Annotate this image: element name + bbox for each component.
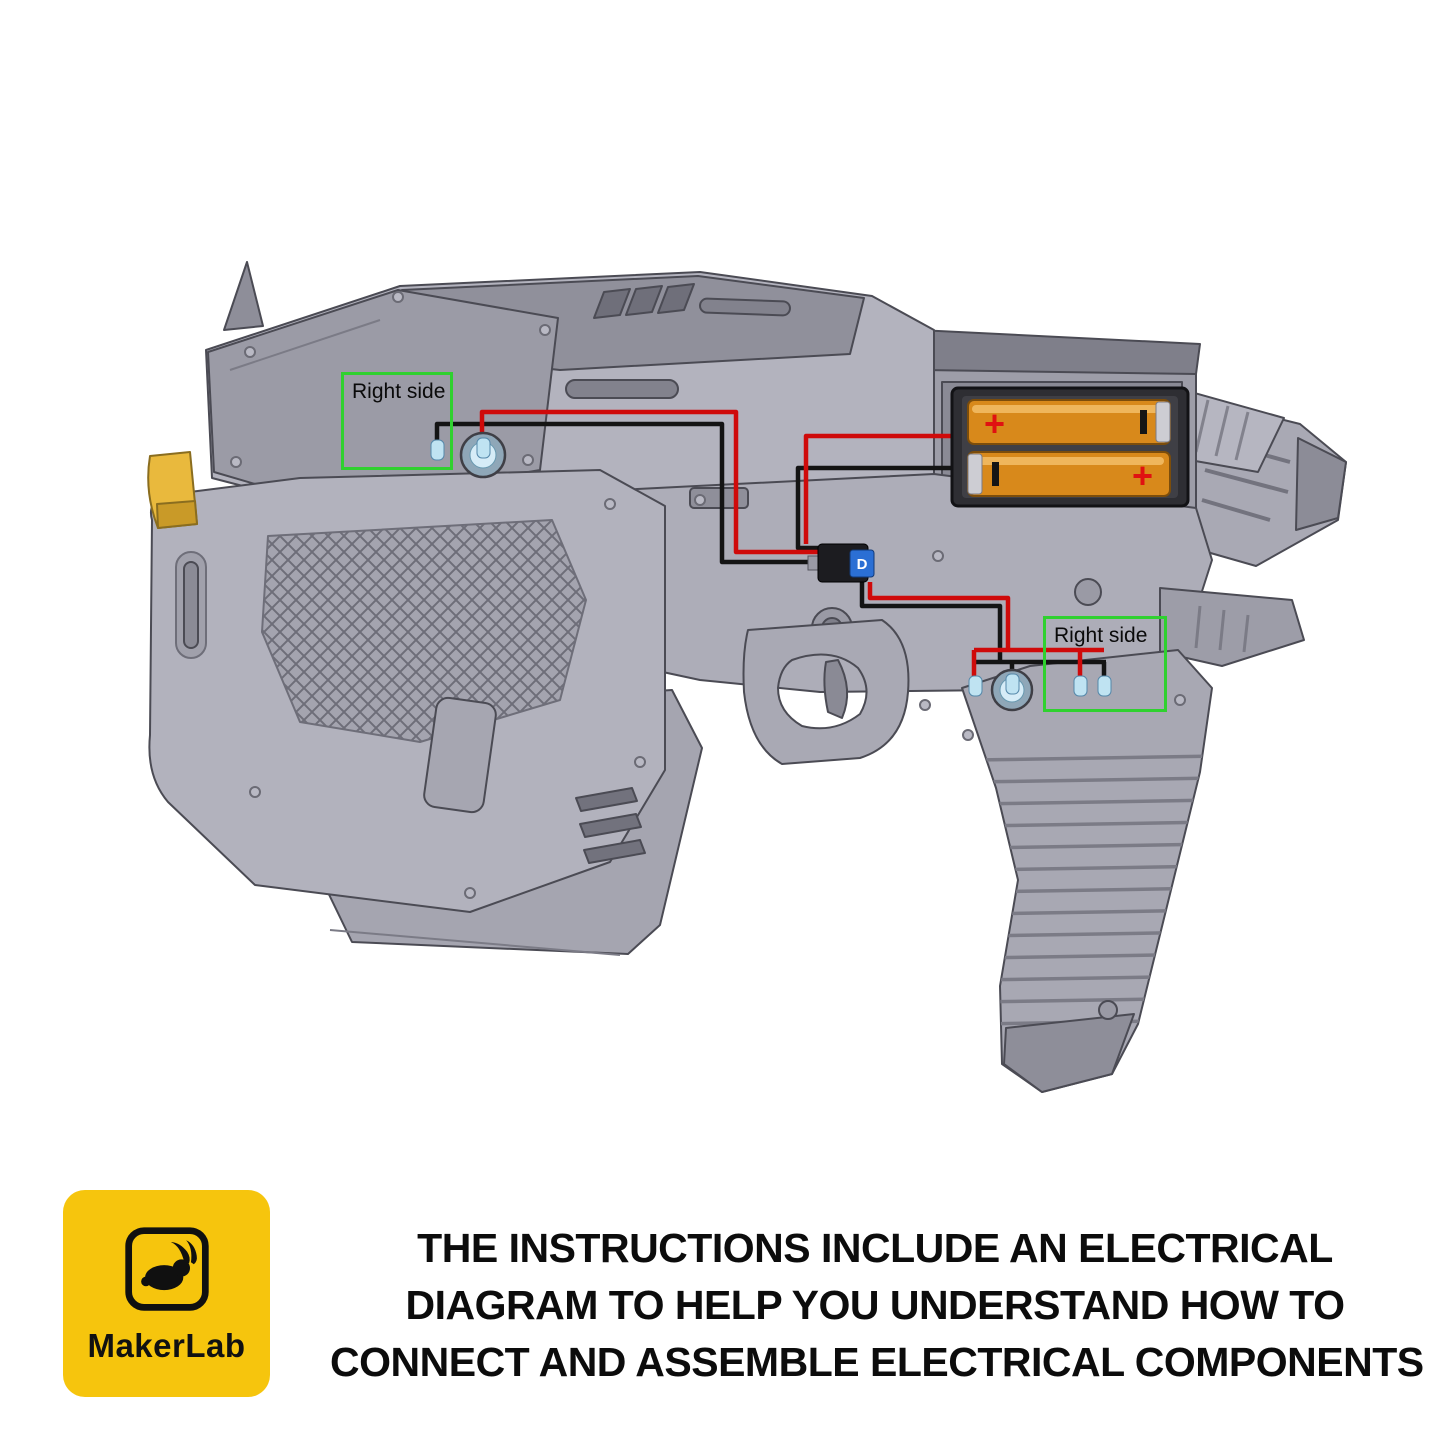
right-side-callout-bottom: Right side [1043, 616, 1167, 712]
makerlab-logo: MakerLab [63, 1190, 270, 1397]
wire-black [434, 421, 1107, 678]
led-socket-bottom [990, 668, 1034, 712]
caption-line: THE INSTRUCTIONS INCLUDE AN ELECTRICAL [417, 1225, 1333, 1271]
battery-pack: + + [950, 386, 1190, 508]
battery-positive-mark: + [1132, 455, 1153, 496]
right-side-label: Right side [352, 380, 446, 403]
trigger [823, 659, 849, 719]
battery-negative-mark [992, 462, 999, 486]
grip-cap [1003, 1013, 1135, 1093]
led-socket-top [459, 431, 507, 479]
rabbit-icon [124, 1226, 209, 1311]
led-top [430, 439, 445, 461]
power-switch: D [807, 543, 875, 583]
led-bottom [1073, 675, 1088, 697]
battery-cell-top: + [967, 399, 1171, 445]
right-side-callout-top: Right side [341, 372, 453, 470]
battery-negative-mark [1140, 410, 1147, 434]
switch-label: D [857, 556, 868, 573]
led-bottom [1097, 675, 1112, 697]
logo-text: MakerLab [87, 1326, 246, 1364]
battery-cell-bottom: + [967, 451, 1171, 497]
led-bottom [968, 675, 983, 697]
front-sight-spike [223, 261, 264, 331]
electrical-overlay: + + D [430, 386, 1190, 712]
wire-red [479, 409, 1104, 678]
battery-positive-mark: + [984, 403, 1005, 444]
caption-line: CONNECT AND ASSEMBLE ELECTRICAL COMPONEN… [330, 1339, 1424, 1385]
caption: THE INSTRUCTIONS INCLUDE AN ELECTRICAL D… [330, 1220, 1424, 1391]
right-side-label: Right side [1054, 624, 1148, 647]
caption-line: DIAGRAM TO HELP YOU UNDERSTAND HOW TO [405, 1282, 1345, 1328]
trigger-guard [742, 619, 910, 765]
screws [230, 291, 1186, 899]
